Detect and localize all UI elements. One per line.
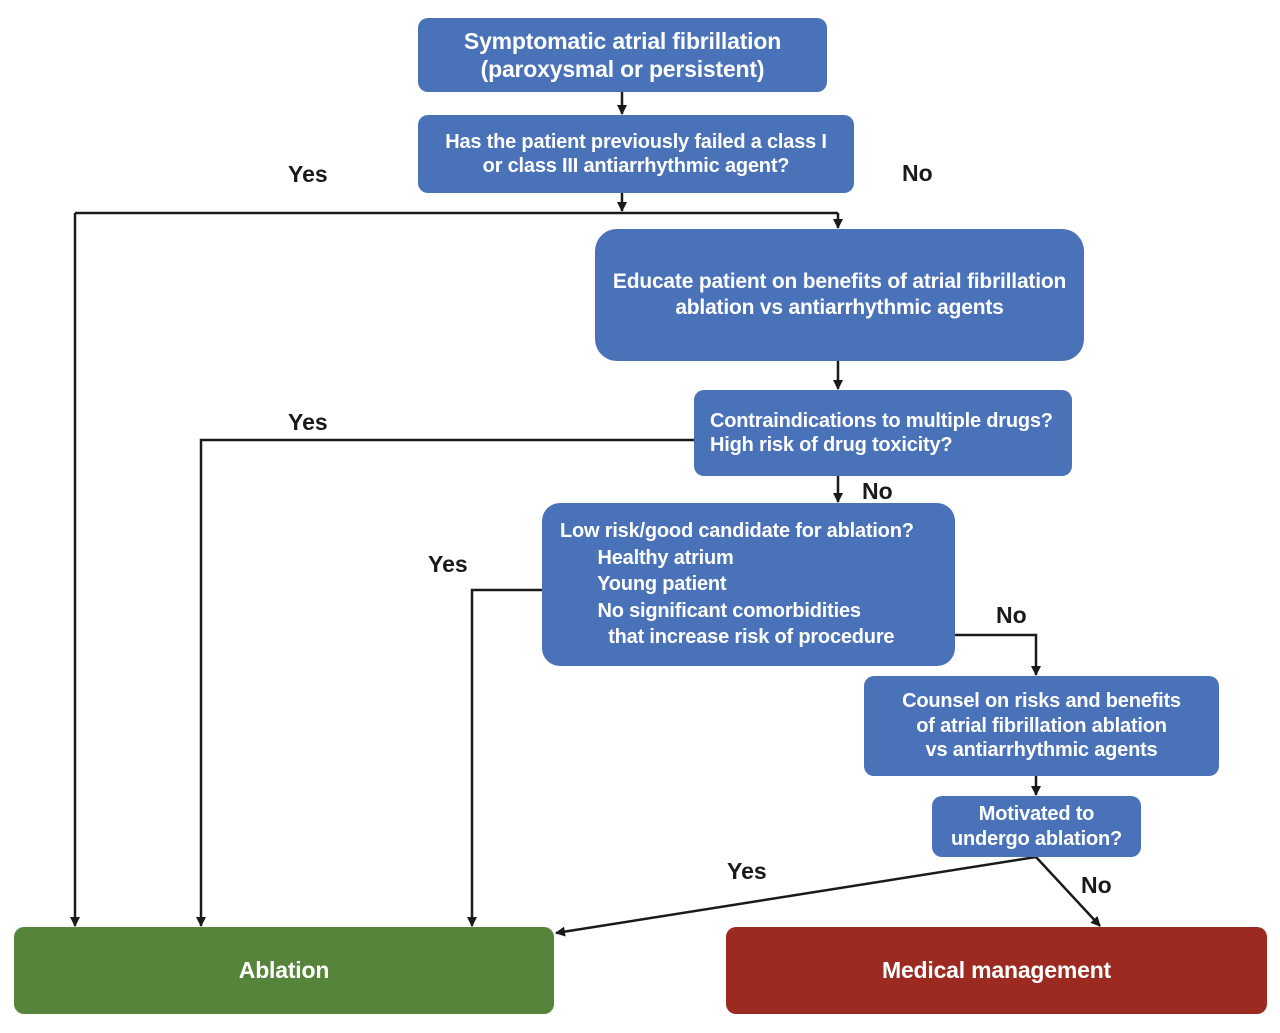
- node-failed-antiarrhythmic-question: Has the patient previously failed a clas…: [418, 115, 854, 193]
- node-low-risk-candidate-text: Low risk/good candidate for ablation? He…: [560, 520, 914, 649]
- edge-label-q1-no: No: [902, 160, 933, 186]
- arrow-q3-yes-to-ablation: [467, 588, 542, 927]
- node-symptomatic-af-text: Symptomatic atrial fibrillation (paroxys…: [463, 27, 782, 82]
- node-contraindications-text: Contraindications to multiple drugs? Hig…: [710, 409, 1053, 456]
- edge-label-q4-yes: Yes: [727, 858, 767, 884]
- node-medical-management-outcome: Medical management: [726, 927, 1267, 1014]
- node-symptomatic-af: Symptomatic atrial fibrillation (paroxys…: [418, 18, 827, 92]
- arrow-q3-no-to-counsel: [955, 633, 1041, 676]
- edge-label-q3-yes: Yes: [428, 551, 468, 577]
- node-educate-patient: Educate patient on benefits of atrial fi…: [595, 229, 1084, 361]
- node-motivated-question: Motivated to undergo ablation?: [932, 796, 1141, 857]
- node-failed-antiarrhythmic-text: Has the patient previously failed a clas…: [445, 130, 827, 177]
- node-ablation-outcome: Ablation: [14, 927, 554, 1014]
- node-educate-patient-text: Educate patient on benefits of atrial fi…: [612, 270, 1067, 319]
- arrow-q2-yes-to-ablation: [196, 438, 694, 927]
- edge-label-q1-yes: Yes: [288, 161, 328, 187]
- arrow-q4-no-to-medical: [1035, 856, 1101, 927]
- node-motivated-text: Motivated to undergo ablation?: [950, 803, 1123, 850]
- node-counsel-text: Counsel on risks and benefits of atrial …: [902, 690, 1181, 762]
- node-ablation-text: Ablation: [238, 957, 330, 984]
- node-medical-management-text: Medical management: [881, 957, 1112, 984]
- edge-label-q3-no: No: [996, 602, 1027, 628]
- edge-label-q4-no: No: [1081, 872, 1112, 898]
- node-counsel-risks-benefits: Counsel on risks and benefits of atrial …: [864, 676, 1219, 776]
- node-contraindications-question: Contraindications to multiple drugs? Hig…: [694, 390, 1072, 476]
- arrow-q4-yes-to-ablation: [555, 855, 1037, 937]
- node-low-risk-candidate-question: Low risk/good candidate for ablation? He…: [542, 503, 955, 666]
- edge-label-q2-yes: Yes: [288, 409, 328, 435]
- edge-label-q2-no: No: [862, 478, 893, 504]
